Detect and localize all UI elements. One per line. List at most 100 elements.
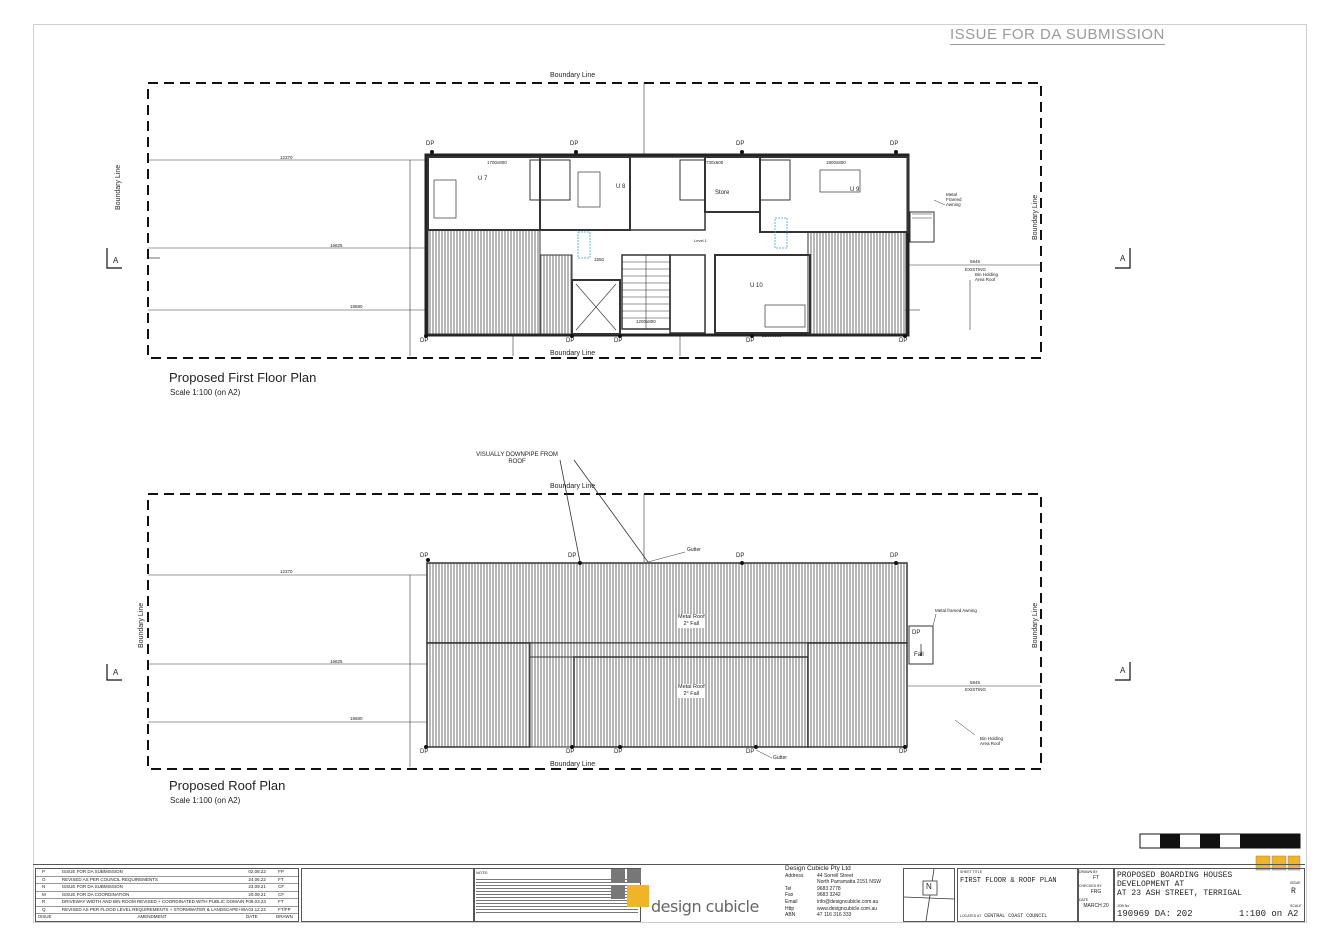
rev-drawn: CF (278, 891, 285, 897)
rev-header-date: DATE (246, 914, 258, 919)
dp-label: DP (899, 338, 908, 344)
level-label: Level 1 (694, 238, 707, 243)
issue-label: ISSUE (1290, 881, 1301, 885)
issue-value: R (1291, 887, 1296, 896)
rev-header-issue: ISSUE (38, 914, 52, 919)
roof-boundary-top: Boundary Line (550, 483, 596, 490)
north-arrow-icon (904, 869, 954, 921)
first-floor-plan (106, 82, 1131, 359)
drawing-sheet (33, 24, 1307, 923)
dp-label: DP (890, 141, 899, 147)
logo-square (627, 885, 649, 907)
job-label: JOB No (1117, 904, 1130, 908)
dim-12370: 12370 (280, 155, 293, 160)
dp-label: DP (614, 338, 623, 344)
rev-date: 03.12.22 (248, 906, 266, 912)
roof-section-right: A (1120, 666, 1126, 675)
roof-plan (106, 459, 1131, 770)
drawn-checked-panel: DRAWN BY FT CHECKED BY FRG DATE MARCH 20 (1077, 868, 1115, 922)
fax-label: Fax (785, 892, 794, 899)
metal-roof-label-2: Metal Roof 2° Fall (678, 684, 705, 698)
dp-label: DP (420, 338, 429, 344)
email-label: Email (785, 898, 798, 905)
dim-1800x800: 1800x800 (826, 160, 846, 165)
north-label: N (926, 882, 932, 891)
revision-row: N ISSUE FOR DA SUBMISSION 23.09.21 CF (36, 884, 298, 892)
ff-boundary-left: Boundary Line (115, 164, 122, 210)
revision-row: M ISSUE FOR DA COORDINATION 20.09.21 CF (36, 891, 298, 899)
checked-label: CHECKED BY (1079, 884, 1102, 888)
job-number: 190969 DA: 202 (1117, 909, 1193, 919)
dp-label: DP (568, 553, 577, 559)
title-block: P ISSUE FOR DA SUBMISSION 02.08.22 FP O … (33, 864, 1305, 922)
dp-label: DP (890, 553, 899, 559)
sheet-title-panel: SHEET TITLE FIRST FLOOR & ROOF PLAN LOCA… (957, 868, 1079, 922)
rev-amendment: DRIVEWAY WIDTH AND BIN ROOM REVISED + CO… (61, 899, 249, 904)
dim-2500x800: 2500x800 (762, 333, 782, 338)
sheet-title-label: SHEET TITLE (960, 870, 983, 874)
project-title: PROPOSED BOARDING HOUSES DEVELOPMENT AT … (1117, 871, 1242, 898)
roof-dim-18680: 18680 (350, 716, 363, 721)
address-1: 44 Sorrell Street (817, 872, 854, 879)
abn: 47 116 316 333 (817, 912, 852, 919)
firm-name: Design Cubicle Pty Ltd (785, 865, 851, 872)
address-2: North Parramatta 2151 NSW (817, 879, 881, 886)
rev-drawn: FT/FP (278, 906, 291, 912)
ff-existing: EXISTING (965, 267, 987, 272)
dim-16825: 16825 (330, 243, 343, 248)
first-floor-scale: Scale 1:100 (on A2) (170, 388, 241, 397)
rev-issue: R (42, 899, 46, 904)
abn-label: ABN (785, 912, 796, 919)
rev-date: 23.09.21 (248, 884, 266, 889)
dim-1200x800: 1200x800 (636, 319, 656, 324)
gutter-label-bottom: Gutter (773, 755, 787, 761)
rev-issue: O (42, 876, 46, 882)
scale-bar (1139, 833, 1301, 849)
rev-amendment: ISSUE FOR DA COORDINATION (61, 891, 130, 897)
dp-label: DP (570, 141, 579, 147)
blank-panel (301, 868, 475, 922)
rev-date: 02.08.22 (248, 869, 266, 874)
ff-boundary-bottom: Boundary Line (550, 350, 596, 357)
rev-date: 20.09.21 (248, 891, 266, 897)
http-label: Http (785, 905, 795, 912)
north-point: N (903, 868, 955, 922)
site-boundary-roof (147, 493, 1042, 770)
dp-label: DP (566, 749, 575, 755)
rev-issue: Q (42, 906, 46, 912)
unit-label-u10: U 10 (750, 283, 763, 289)
rev-drawn: FT (278, 876, 284, 882)
roof-plan-title: Proposed Roof Plan (169, 778, 286, 793)
roof-metal-awning: Metal framed Awning (935, 608, 977, 613)
unit-label-u8: U 8 (616, 184, 626, 190)
roof-boundary-bottom: Boundary Line (550, 761, 596, 768)
project-panel: PROPOSED BOARDING HOUSES DEVELOPMENT AT … (1113, 868, 1305, 922)
revision-row: Q REVISED AS PER FLOOD LEVEL REQUIREMENT… (36, 906, 298, 914)
roof-dim-16825: 16825 (330, 659, 343, 664)
roof-dim-12370: 12370 (280, 569, 293, 574)
dim-18680: 18680 (350, 304, 363, 309)
roof-bin-holding: Bin Holding Area Roof (980, 736, 1004, 746)
stair (621, 254, 671, 330)
unit-label-u7: U 7 (478, 176, 488, 182)
rev-drawn: CF (278, 884, 285, 889)
dp-label: DP (746, 749, 755, 755)
sheet-title: FIRST FLOOR & ROOF PLAN (960, 877, 1057, 885)
tel: 9683 2778 (817, 885, 841, 892)
rev-amendment: ISSUE FOR DA SUBMISSION (61, 869, 123, 874)
rev-amendment: ISSUE FOR DA SUBMISSION (61, 884, 123, 889)
dp-label: DP (420, 553, 429, 559)
drawn-value: FT (1092, 875, 1100, 881)
roof-section-left: A (113, 668, 119, 677)
fall-label: Fall (914, 652, 924, 658)
roof-dim-5845: 5845 (970, 680, 981, 685)
location: CENTRAL COAST COUNCIL (984, 913, 1048, 919)
dp-label: DP (420, 749, 429, 755)
logo-mark-small (1255, 855, 1301, 871)
revision-row: O REVISED AS PER COUNCIL REQUIREMENTS 24… (36, 876, 298, 884)
unit-label-u9: U 9 (850, 187, 860, 193)
http: www.designcubicle.com.au (817, 905, 878, 912)
dim-5845: 5845 (970, 259, 981, 264)
